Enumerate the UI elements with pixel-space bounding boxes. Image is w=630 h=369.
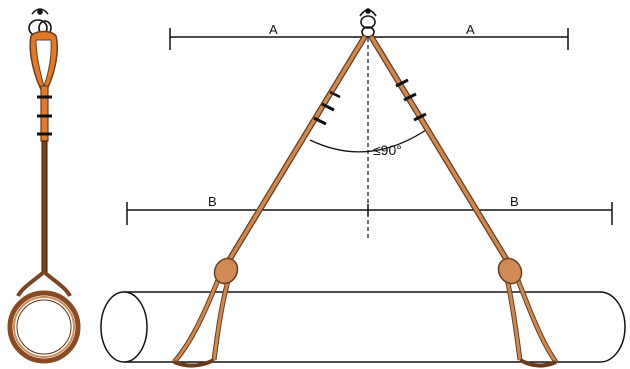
single-sling-detail — [7, 8, 81, 364]
pipe-icon — [100, 291, 626, 363]
hook-icon — [359, 8, 377, 38]
basket-hitch-diagram: A A B B ≤90° — [100, 8, 626, 368]
dimension-b-right-label: B — [510, 194, 519, 209]
angle-arc — [309, 129, 427, 153]
sling-eye-icon — [29, 30, 58, 142]
right-sling-hitch — [497, 257, 559, 368]
left-sling-leg — [225, 35, 367, 265]
dimension-a-right-label: A — [466, 22, 475, 37]
sling-loop-icon — [7, 270, 81, 364]
angle-label: ≤90° — [373, 142, 402, 158]
dimension-a-left-label: A — [269, 22, 278, 37]
dimension-line-a — [169, 28, 569, 50]
sling-body — [41, 140, 48, 275]
right-sling-leg — [369, 35, 511, 265]
left-sling-hitch — [172, 257, 239, 368]
dimension-b-left-label: B — [208, 194, 217, 209]
dimension-line-b — [126, 202, 613, 225]
